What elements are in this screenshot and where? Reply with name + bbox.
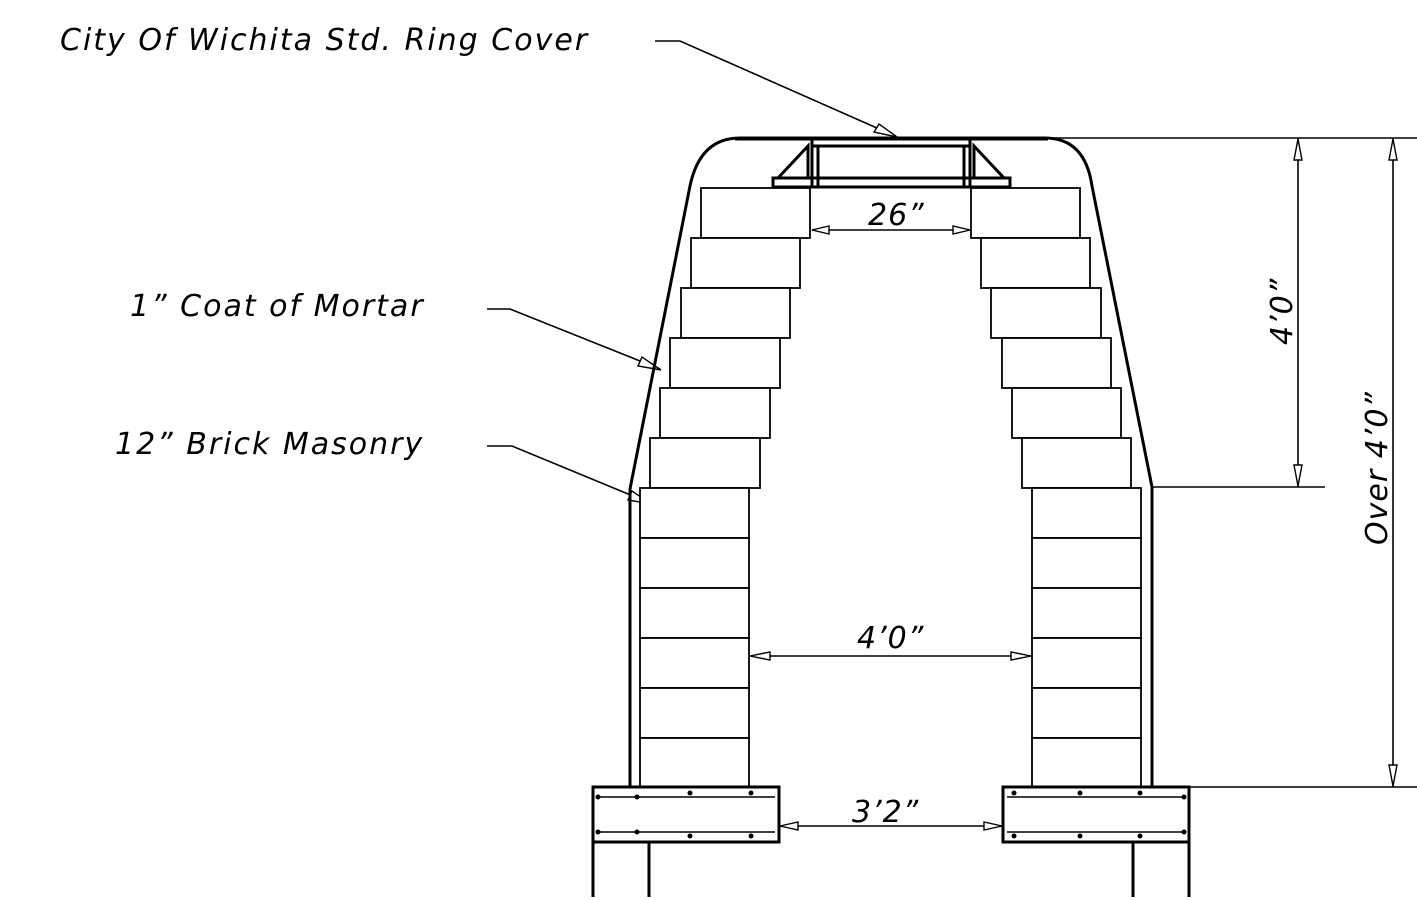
base-opening-dimension-text: 3’2” [852,795,919,830]
ring-cover-label: City Of Wichita Std. Ring Cover [60,23,589,58]
dimension-opening: 26” [811,198,971,235]
brick-label: 12” Brick Masonry [115,427,424,462]
left-wall-bricks [639,487,750,788]
ring-cover [735,137,1048,189]
base-slab [591,785,1191,897]
dimension-base-opening: 3’2” [779,795,1003,831]
frame-right-gusset [972,142,1008,180]
left-cone-bricks [649,187,811,489]
ring-cover-arrowhead [872,122,898,138]
brick-leader [487,445,651,504]
ring-cover-callout: City Of Wichita Std. Ring Cover [60,23,898,138]
opening-dimension-text: 26” [868,198,925,233]
dimension-cone-height: 4’0” [1048,137,1417,488]
right-cone-bricks [970,187,1132,489]
rebar-dots [595,790,1187,839]
cone-height-dimension-text: 4’0” [1265,278,1300,345]
inside-width-dimension-text: 4’0” [857,621,924,656]
mortar-label: 1” Coat of Mortar [130,289,425,324]
mortar-callout: 1” Coat of Mortar [130,289,662,371]
dimension-overall-height: Over 4’0” [1189,138,1417,788]
ring-cover-leader [655,40,896,137]
frame-left-gusset [774,142,810,180]
overall-height-dimension-text: Over 4’0” [1360,391,1395,545]
brick-callout: 12” Brick Masonry [115,427,652,505]
mortar-leader [487,308,661,370]
right-wall-bricks [1031,487,1142,788]
mortar-arrowhead [636,355,662,371]
dimension-inside-width: 4’0” [749,621,1032,661]
